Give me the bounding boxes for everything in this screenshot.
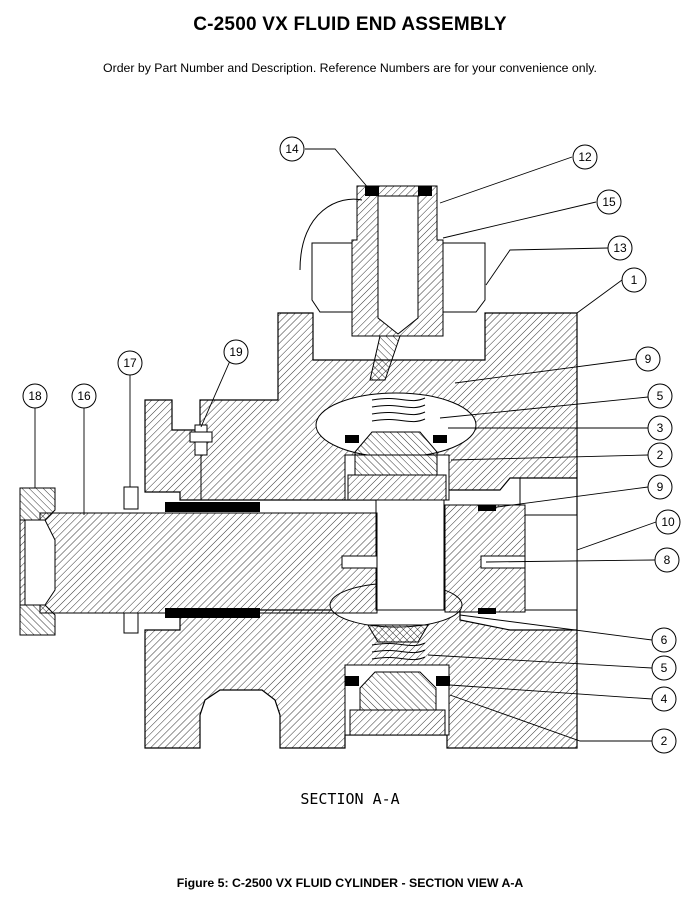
callout-17: 17	[117, 350, 143, 376]
callout-13: 13	[607, 235, 633, 261]
callout-2-lower: 2	[651, 728, 677, 754]
svg-text:15: 15	[602, 195, 616, 209]
grease-fitting	[189, 424, 213, 500]
svg-text:18: 18	[28, 389, 42, 403]
svg-text:5: 5	[661, 661, 668, 675]
callout-9-lower: 9	[647, 474, 673, 500]
svg-text:17: 17	[123, 356, 137, 370]
svg-text:16: 16	[77, 389, 91, 403]
callout-1: 1	[621, 267, 647, 293]
svg-text:9: 9	[657, 480, 664, 494]
callout-5-lower: 5	[651, 655, 677, 681]
page-title: C-2500 VX FLUID END ASSEMBLY	[193, 14, 507, 35]
callout-8: 8	[654, 547, 680, 573]
svg-text:4: 4	[661, 692, 668, 706]
order-note: Order by Part Number and Description. Re…	[103, 61, 597, 75]
callout-10: 10	[655, 509, 681, 535]
svg-text:2: 2	[657, 448, 664, 462]
svg-text:14: 14	[285, 142, 299, 156]
plunger	[19, 512, 378, 614]
svg-text:19: 19	[229, 345, 243, 359]
lower-valve	[345, 624, 450, 736]
side-cover	[444, 478, 578, 614]
svg-text:2: 2	[661, 734, 668, 748]
callout-12: 12	[572, 144, 598, 170]
callout-4: 4	[651, 686, 677, 712]
callout-9-upper: 9	[635, 346, 661, 372]
svg-text:5: 5	[657, 389, 664, 403]
svg-text:1: 1	[631, 273, 638, 287]
svg-text:8: 8	[664, 553, 671, 567]
leader-lines	[34, 148, 657, 742]
callout-16: 16	[71, 383, 97, 409]
callout-19: 19	[223, 339, 249, 365]
svg-text:13: 13	[613, 241, 627, 255]
svg-text:9: 9	[645, 352, 652, 366]
callout-18: 18	[22, 383, 48, 409]
svg-text:3: 3	[657, 421, 664, 435]
plunger-clamp	[19, 487, 56, 636]
callout-14: 14	[279, 136, 305, 162]
callout-2-upper: 2	[647, 442, 673, 468]
svg-text:6: 6	[661, 633, 668, 647]
svg-text:12: 12	[578, 150, 592, 164]
section-label: SECTION A-A	[300, 790, 400, 808]
callout-15: 15	[596, 189, 622, 215]
upper-valve	[345, 397, 447, 501]
callout-5-upper: 5	[647, 383, 673, 409]
top-cover	[299, 185, 486, 381]
callout-6: 6	[651, 627, 677, 653]
callout-3: 3	[647, 415, 673, 441]
figure-caption: Figure 5: C-2500 VX FLUID CYLINDER - SEC…	[176, 876, 524, 890]
packing-seals	[123, 486, 260, 634]
svg-text:10: 10	[661, 515, 675, 529]
